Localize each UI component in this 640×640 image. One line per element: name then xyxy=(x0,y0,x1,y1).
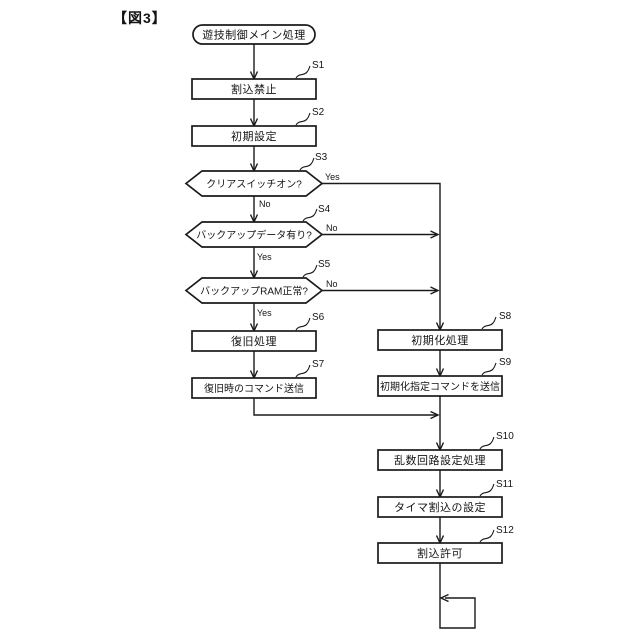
arrowhead-s7-join xyxy=(430,410,440,420)
process-label-s1: 割込禁止 xyxy=(231,82,277,96)
process-label-s7: 復旧時のコマンド送信 xyxy=(204,382,304,395)
process-box-s9 xyxy=(377,375,503,397)
node-s7: 復旧時のコマンド送信 xyxy=(191,377,317,399)
node-s5: バックアップRAM正常? xyxy=(184,277,324,304)
node-s11: タイマ割込の設定 xyxy=(377,496,503,518)
arrowhead-loop-back xyxy=(439,593,449,603)
step-id-s12: S12 xyxy=(496,525,514,536)
process-label-s6: 復旧処理 xyxy=(231,335,277,348)
step-id-s4: S4 xyxy=(318,204,331,215)
node-s3: クリアスイッチオン? xyxy=(184,170,324,197)
node-s4: バックアップデータ有り? xyxy=(184,221,324,248)
leader-s1 xyxy=(295,65,311,79)
decision-hexagon-s4 xyxy=(184,221,324,248)
leader-s3 xyxy=(299,157,315,171)
node-start: 遊技制御メイン処理 xyxy=(192,24,316,45)
decision-hexagon-s5 xyxy=(184,277,324,304)
branch-label-s4-no: No xyxy=(326,223,338,233)
branch-label-s3-no: No xyxy=(259,199,271,209)
step-id-s5: S5 xyxy=(318,259,331,270)
process-box-s1 xyxy=(191,78,317,100)
step-id-s2: S2 xyxy=(312,107,325,118)
step-id-s8: S8 xyxy=(499,311,512,322)
leader-s10 xyxy=(479,436,495,450)
figure-label: 【図3】 xyxy=(113,10,167,26)
leader-s8 xyxy=(481,316,497,330)
decision-label-s4: バックアップデータ有り? xyxy=(196,229,312,242)
process-box-s11 xyxy=(377,496,503,518)
step-id-s7: S7 xyxy=(312,359,325,370)
step-id-layer: S1 S2 S3 S4 S5 S6 S7 S8 S9 S10 S11 S12 xyxy=(312,60,514,536)
process-box-s10 xyxy=(377,449,503,471)
node-s6: 復旧処理 xyxy=(191,330,317,352)
leader-s7 xyxy=(295,364,311,378)
node-s10: 乱数回路設定処理 xyxy=(377,449,503,471)
process-label-s9: 初期化指定コマンドを送信 xyxy=(380,380,500,393)
node-s1: 割込禁止 xyxy=(191,78,317,100)
leader-s12 xyxy=(479,529,495,543)
arrowhead-s5-no-join xyxy=(430,286,440,295)
process-box-s2 xyxy=(191,125,317,147)
step-id-s6: S6 xyxy=(312,312,325,323)
start-terminal-shape xyxy=(192,24,316,45)
branch-label-s5-yes: Yes xyxy=(257,308,272,318)
decision-hexagon-s3 xyxy=(184,170,324,197)
start-terminal-label: 遊技制御メイン処理 xyxy=(202,28,306,42)
process-box-s12 xyxy=(377,542,503,564)
branch-label-s5-no: No xyxy=(326,279,338,289)
branch-label-s4-yes: Yes xyxy=(257,252,272,262)
step-id-s1: S1 xyxy=(312,60,325,71)
connector-layer: No Yes Yes Yes No No xyxy=(249,44,476,629)
process-label-s12: 割込許可 xyxy=(417,546,463,560)
step-id-s9: S9 xyxy=(499,357,512,368)
node-s2: 初期設定 xyxy=(191,125,317,147)
process-box-s6 xyxy=(191,330,317,352)
process-box-s8 xyxy=(377,329,503,351)
leader-s4 xyxy=(302,208,318,222)
leader-s2 xyxy=(295,112,311,126)
node-s12: 割込許可 xyxy=(377,542,503,564)
leader-s9 xyxy=(481,362,497,376)
arrowhead-s4-no-join xyxy=(430,230,440,239)
step-id-s11: S11 xyxy=(496,479,513,490)
leader-s6 xyxy=(295,317,311,331)
node-s8: 初期化処理 xyxy=(377,329,503,351)
process-label-s10: 乱数回路設定処理 xyxy=(394,453,486,467)
process-label-s11: タイマ割込の設定 xyxy=(394,500,486,514)
connector-loop-back xyxy=(439,563,476,629)
leader-s11 xyxy=(479,483,495,497)
step-id-s3: S3 xyxy=(315,152,328,163)
decision-label-s3: クリアスイッチオン? xyxy=(206,179,302,191)
step-id-s10: S10 xyxy=(496,431,514,442)
leader-s5 xyxy=(302,264,318,278)
leader-line-layer xyxy=(295,65,497,543)
decision-label-s5: バックアップRAM正常? xyxy=(200,285,308,298)
branch-label-s3-yes: Yes xyxy=(325,172,340,182)
node-s9: 初期化指定コマンドを送信 xyxy=(377,375,503,397)
process-label-s2: 初期設定 xyxy=(231,129,277,143)
connector-s3-yes-branch xyxy=(322,182,441,329)
process-box-s7 xyxy=(191,377,317,399)
process-label-s8: 初期化処理 xyxy=(411,333,469,347)
connector-s7-join xyxy=(253,398,437,416)
